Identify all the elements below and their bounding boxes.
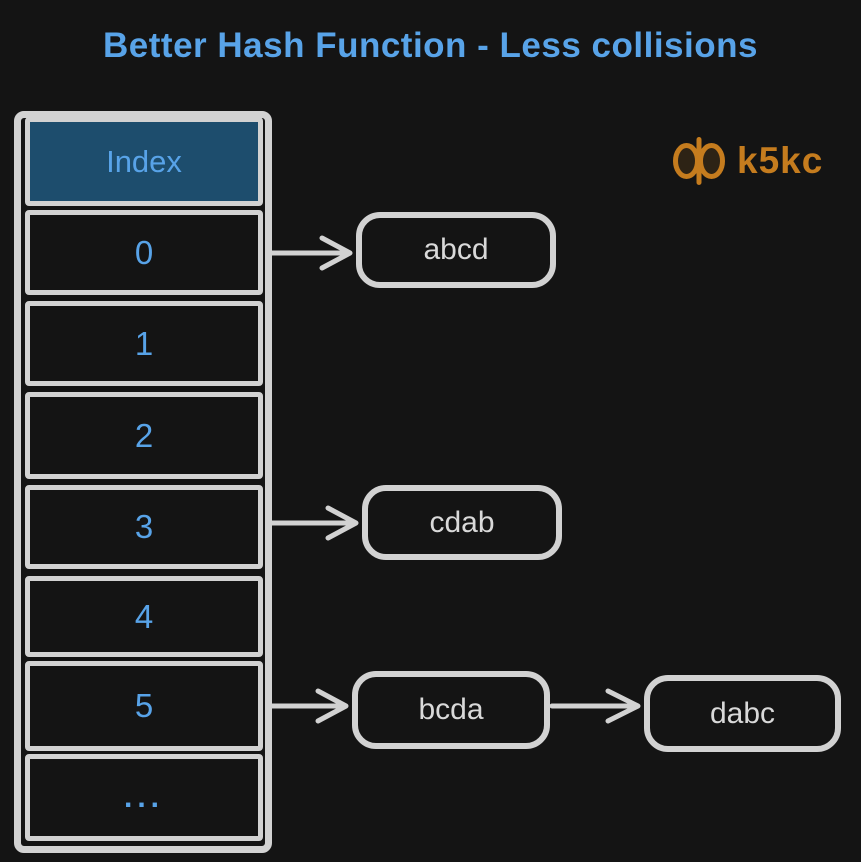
table-row-0: 0	[25, 210, 263, 295]
node-dabc: dabc	[644, 675, 841, 752]
table-row-ellipsis: ...	[25, 754, 263, 841]
arrow-bcda-to-dabc	[549, 686, 644, 726]
hash-table	[14, 111, 272, 853]
table-row-2: 2	[25, 392, 263, 479]
arrow-index5-to-bcda	[267, 686, 352, 726]
table-row-3: 3	[25, 485, 263, 569]
node-bcda: bcda	[352, 671, 550, 749]
table-row-5: 5	[25, 661, 263, 751]
diagram-title: Better Hash Function - Less collisions	[103, 26, 758, 65]
node-cdab: cdab	[362, 485, 562, 560]
table-row-1: 1	[25, 301, 263, 386]
table-row-4: 4	[25, 576, 263, 657]
arrow-index3-to-cdab	[267, 503, 362, 543]
watermark-logo: k5kc	[672, 137, 823, 185]
arrow-index0-to-abcd	[267, 233, 356, 273]
table-header-index: Index	[25, 117, 263, 206]
butterfly-logo-icon	[672, 137, 726, 185]
logo-text: k5kc	[737, 140, 824, 181]
node-abcd: abcd	[356, 212, 556, 288]
